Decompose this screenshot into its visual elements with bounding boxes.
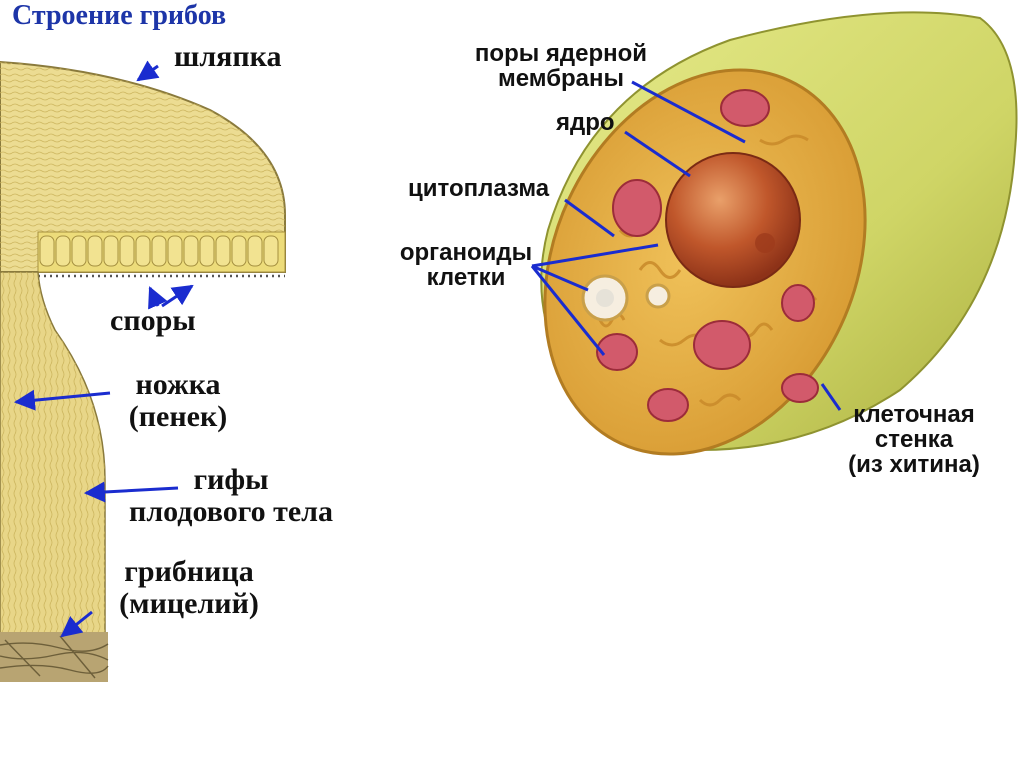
label-hyphae-line-1: гифы	[193, 463, 269, 496]
label-hyphae-line-2: плодового тела	[129, 494, 333, 528]
nucleus	[665, 152, 801, 288]
cell-illustration	[540, 11, 1018, 456]
cytoplasm-pointer	[564, 198, 615, 238]
organoids-pointer-2	[531, 264, 589, 292]
mushroom-illustration	[0, 60, 288, 682]
label-hyphae: гифы плодового тела	[94, 464, 368, 527]
label-organoids: органоиды клетки	[378, 239, 554, 292]
label-cell-wall: клеточная стенка (из хитина)	[822, 402, 1006, 478]
label-mycelium-line-1: грибница	[124, 555, 254, 588]
label-nuclear-pores-line-2: мембраны	[497, 65, 625, 93]
label-nuclear-pores: поры ядерной мембраны	[448, 40, 674, 93]
label-cell-wall-line-1: клеточная	[853, 401, 975, 428]
label-spores: споры	[110, 304, 196, 337]
label-cell-wall-line-2: стенка	[874, 426, 954, 454]
organoids-pointer-1	[531, 243, 659, 268]
label-stalk-line-1: ножка	[135, 368, 221, 401]
spores-pointer-left	[148, 286, 168, 310]
mycelium-pointer	[60, 610, 93, 638]
pointer-lines	[13, 60, 842, 638]
spores-pointer-right	[161, 284, 194, 308]
label-cell-wall-line-3: (из хитина)	[848, 451, 980, 479]
diagram-title: Строение грибов	[12, 0, 227, 31]
label-mycelium: грибница (мицелий)	[92, 556, 286, 619]
label-organoids-line-2: клетки	[426, 264, 506, 292]
nucleolus	[755, 233, 775, 253]
mitochondria	[596, 89, 819, 422]
stalk-pointer	[13, 389, 111, 411]
label-nuclear-pores-line-1: поры ядерной	[474, 40, 648, 67]
label-cap: шляпка	[174, 40, 282, 73]
label-nucleus: ядро	[556, 109, 615, 136]
label-organoids-line-1: органоиды	[399, 239, 533, 266]
label-cytoplasm: цитоплазма	[408, 175, 550, 202]
nucleus-pointer	[624, 130, 691, 178]
pores-pointer	[631, 80, 746, 144]
hyphae-pointer	[83, 481, 179, 503]
cap-pointer	[136, 60, 160, 82]
organoids-pointer-3	[530, 265, 606, 356]
label-mycelium-line-2: (мицелий)	[119, 586, 259, 620]
wall-pointer	[820, 383, 842, 411]
label-stalk-line-2: (пенек)	[128, 399, 228, 433]
label-stalk: ножка (пенек)	[106, 369, 250, 432]
